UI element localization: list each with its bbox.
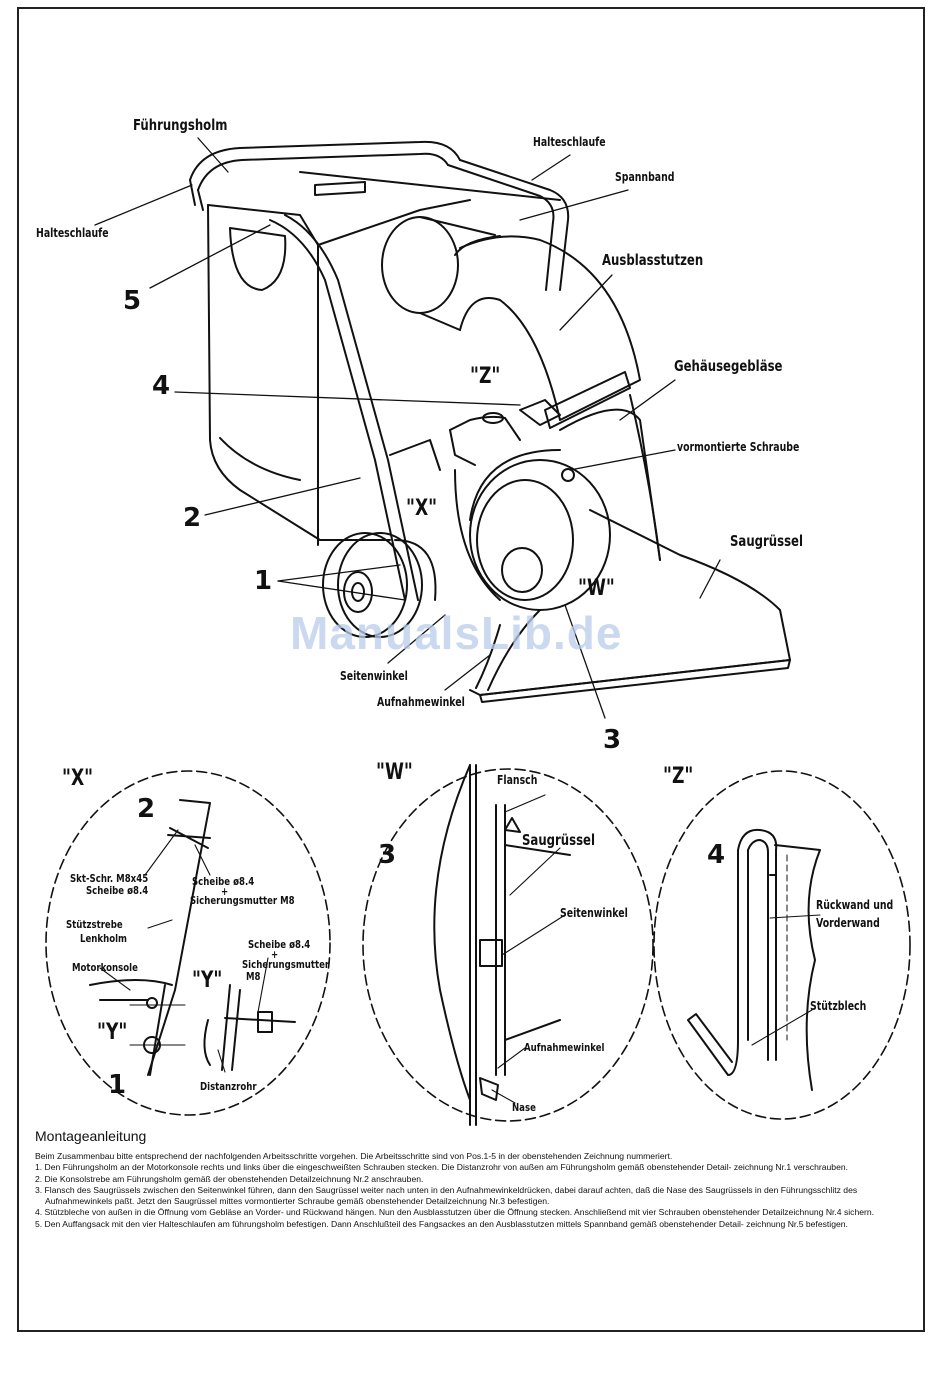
label-vorderwand: Vorderwand: [816, 916, 880, 930]
outlet-tube: [381, 216, 641, 429]
label-sicherungsmutter-1: Sicherungsmutter M8: [190, 894, 295, 907]
wheel: [322, 532, 437, 638]
step-number-1: 1: [254, 566, 273, 596]
callout-ausblasstutzen: Ausblasstutzen: [602, 251, 704, 269]
label-distanzrohr: Distanzrohr: [200, 1080, 257, 1093]
view-marker-w: "W": [578, 576, 615, 601]
label-nase: Nase: [512, 1101, 536, 1114]
label-plus-2: +: [271, 948, 279, 961]
callout-spannband: Spannband: [615, 170, 675, 184]
callout-fuehrungsholm: Führungsholm: [133, 116, 228, 134]
callout-saugruessel: Saugrüssel: [730, 532, 804, 550]
label-motorkonsole: Motorkonsole: [72, 961, 138, 974]
view-marker-z: "Z": [470, 364, 501, 389]
leader-lines: [94, 137, 721, 719]
step-number-5: 5: [123, 286, 142, 316]
blower-housing: [449, 394, 661, 611]
label-plus-1: +: [221, 885, 229, 898]
step-number-3: 3: [603, 725, 622, 755]
instruction-step: 5. Den Auffangsack mit den vier Haltesch…: [35, 1218, 848, 1229]
assembly-instructions: Montageanleitung Beim Zusammenbau bitte …: [35, 1128, 895, 1230]
detail-z-drawing: [653, 770, 911, 1120]
instructions-steps: 1. Den Führungsholm an der Motorkonsole …: [35, 1162, 895, 1230]
handle-frame: [189, 140, 570, 601]
label-flansch: Flansch: [497, 773, 538, 787]
detail-leaders: [99, 794, 821, 1104]
detail-x-drawing: [45, 770, 331, 1116]
instruction-step: 3. Flansch des Saugrüssels zwischen den …: [35, 1184, 858, 1207]
label-stuetzblech: Stützblech: [810, 999, 867, 1013]
step-number-2: 2: [183, 503, 202, 533]
label-rueckwand: Rückwand und: [816, 898, 894, 912]
label-scheibe-2: Scheibe ø8.4: [192, 875, 255, 888]
label-saugruessel-detail: Saugrüssel: [522, 831, 596, 849]
detail-z-title: "Z": [663, 764, 694, 789]
label-aufnahmewinkel-detail: Aufnahmewinkel: [524, 1041, 605, 1054]
callout-gehaeusegeblaese: Gehäusegebläse: [674, 357, 783, 375]
callout-seitenwinkel: Seitenwinkel: [340, 669, 408, 683]
view-marker-x: "X": [406, 496, 438, 521]
detail-x-title: "X": [62, 766, 94, 791]
label-y-marker: "Y": [97, 1020, 128, 1045]
label-scheibe-1: Scheibe ø8.4: [86, 884, 149, 897]
label-seitenwinkel-detail: Seitenwinkel: [560, 906, 628, 920]
detail-w-drawing: [362, 764, 654, 1126]
instructions-intro: Beim Zusammenbau bitte entsprechend der …: [35, 1151, 673, 1161]
callout-halteschlaufe-top: Halteschlaufe: [533, 135, 606, 149]
label-lenkholm: Lenkholm: [80, 932, 127, 945]
collection-bag: [207, 171, 561, 546]
callout-aufnahmewinkel: Aufnahmewinkel: [377, 695, 465, 709]
label-stuetzstrebe: Stützstrebe: [66, 918, 123, 931]
label-scheibe-3: Scheibe ø8.4: [248, 938, 311, 951]
instruction-step: 2. Die Konsolstrebe am Führungsholm gemä…: [35, 1173, 424, 1184]
step-number-4: 4: [152, 371, 171, 401]
label-y-view: "Y": [192, 968, 223, 993]
label-m8: M8: [246, 970, 261, 983]
instructions-title: Montageanleitung: [35, 1128, 147, 1144]
callout-vormontierte-schraube: vormontierte Schraube: [677, 440, 800, 454]
detail-w-number-3: 3: [378, 840, 397, 870]
callout-halteschlaufe-left: Halteschlaufe: [36, 226, 109, 240]
instruction-step: 1. Den Führungsholm an der Motorkonsole …: [35, 1162, 849, 1173]
detail-z-number-4: 4: [707, 840, 726, 870]
suction-nozzle: [469, 509, 791, 703]
detail-x-number-1: 1: [108, 1070, 127, 1100]
page-border: [17, 7, 925, 1332]
detail-x-number-2: 2: [137, 794, 156, 824]
instruction-step: 4. Stützbleche von außen in die Öffnung …: [35, 1207, 875, 1218]
detail-w-title: "W": [376, 760, 413, 785]
label-sicherungsmutter-2: Sicherungsmutter: [242, 958, 330, 971]
label-skt-schraube: Skt-Schr. M8x45: [70, 872, 149, 885]
watermark: ManualsLib.de: [290, 607, 623, 659]
